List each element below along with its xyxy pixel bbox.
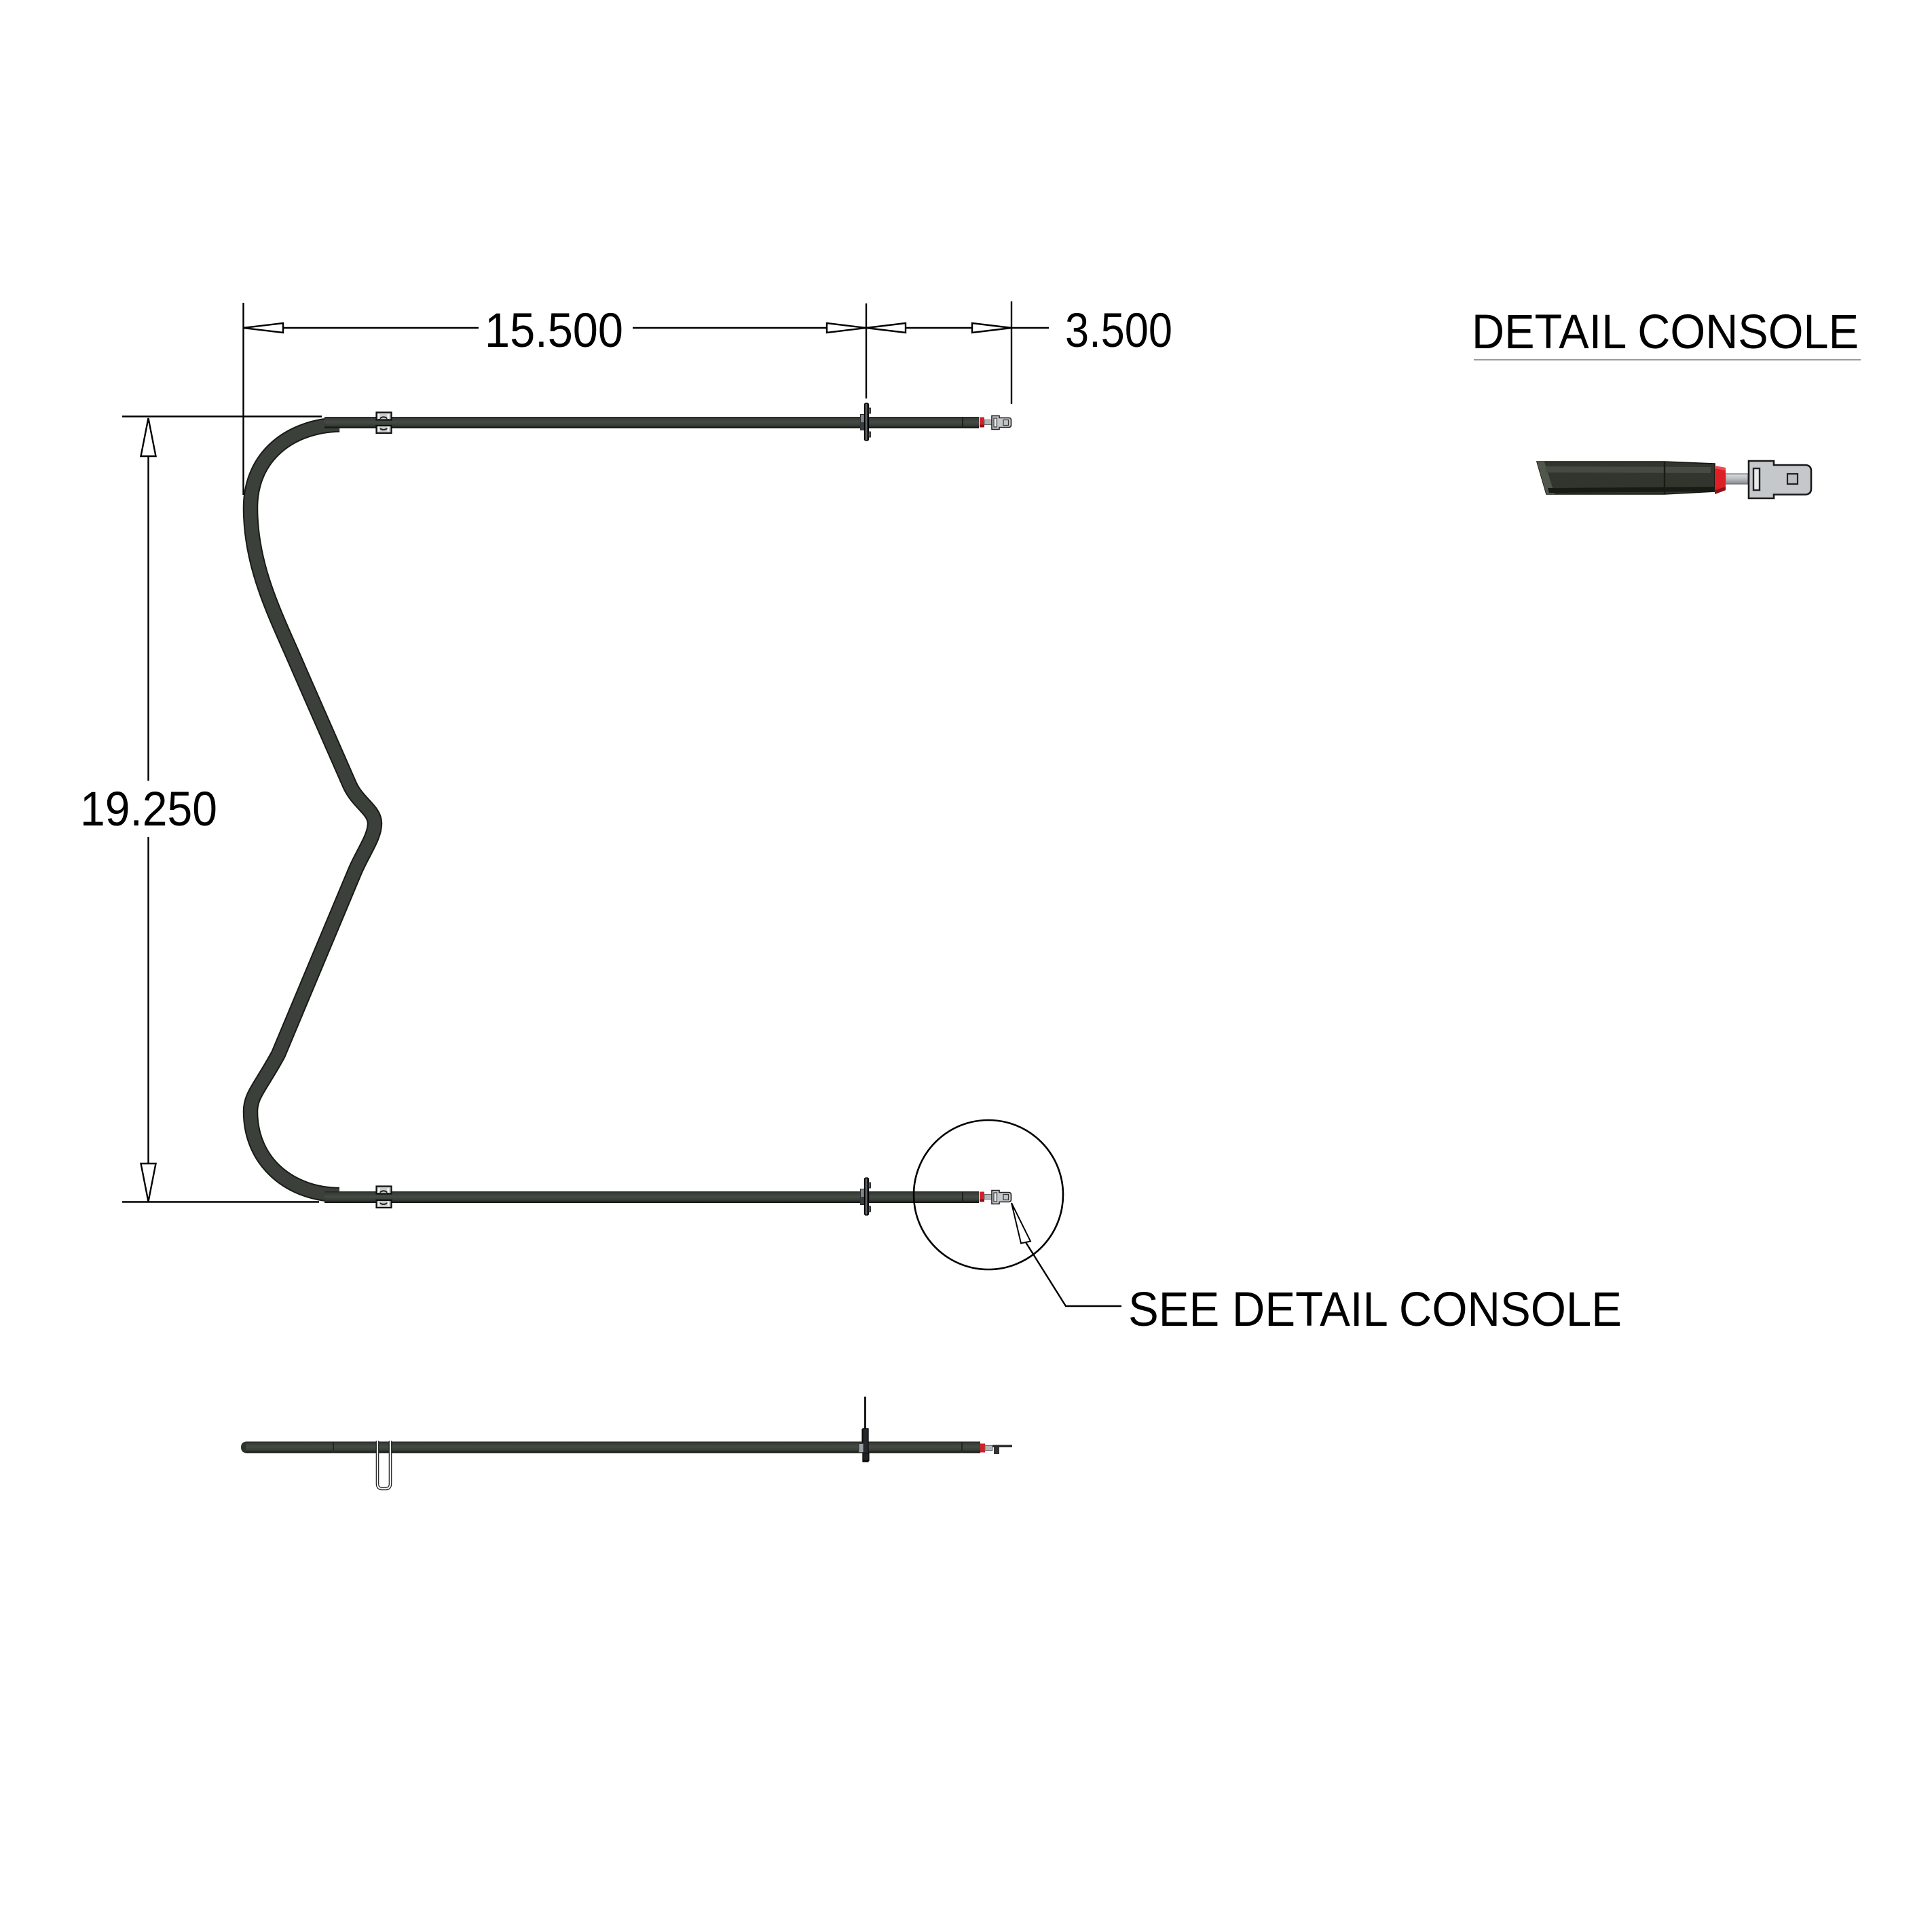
svg-text:SEE DETAIL CONSOLE: SEE DETAIL CONSOLE [1128,1283,1622,1337]
svg-text:15.500: 15.500 [485,304,623,358]
svg-text:19.250: 19.250 [80,783,217,836]
svg-text:3.500: 3.500 [1065,304,1172,358]
svg-text:DETAIL CONSOLE: DETAIL CONSOLE [1472,305,1859,359]
